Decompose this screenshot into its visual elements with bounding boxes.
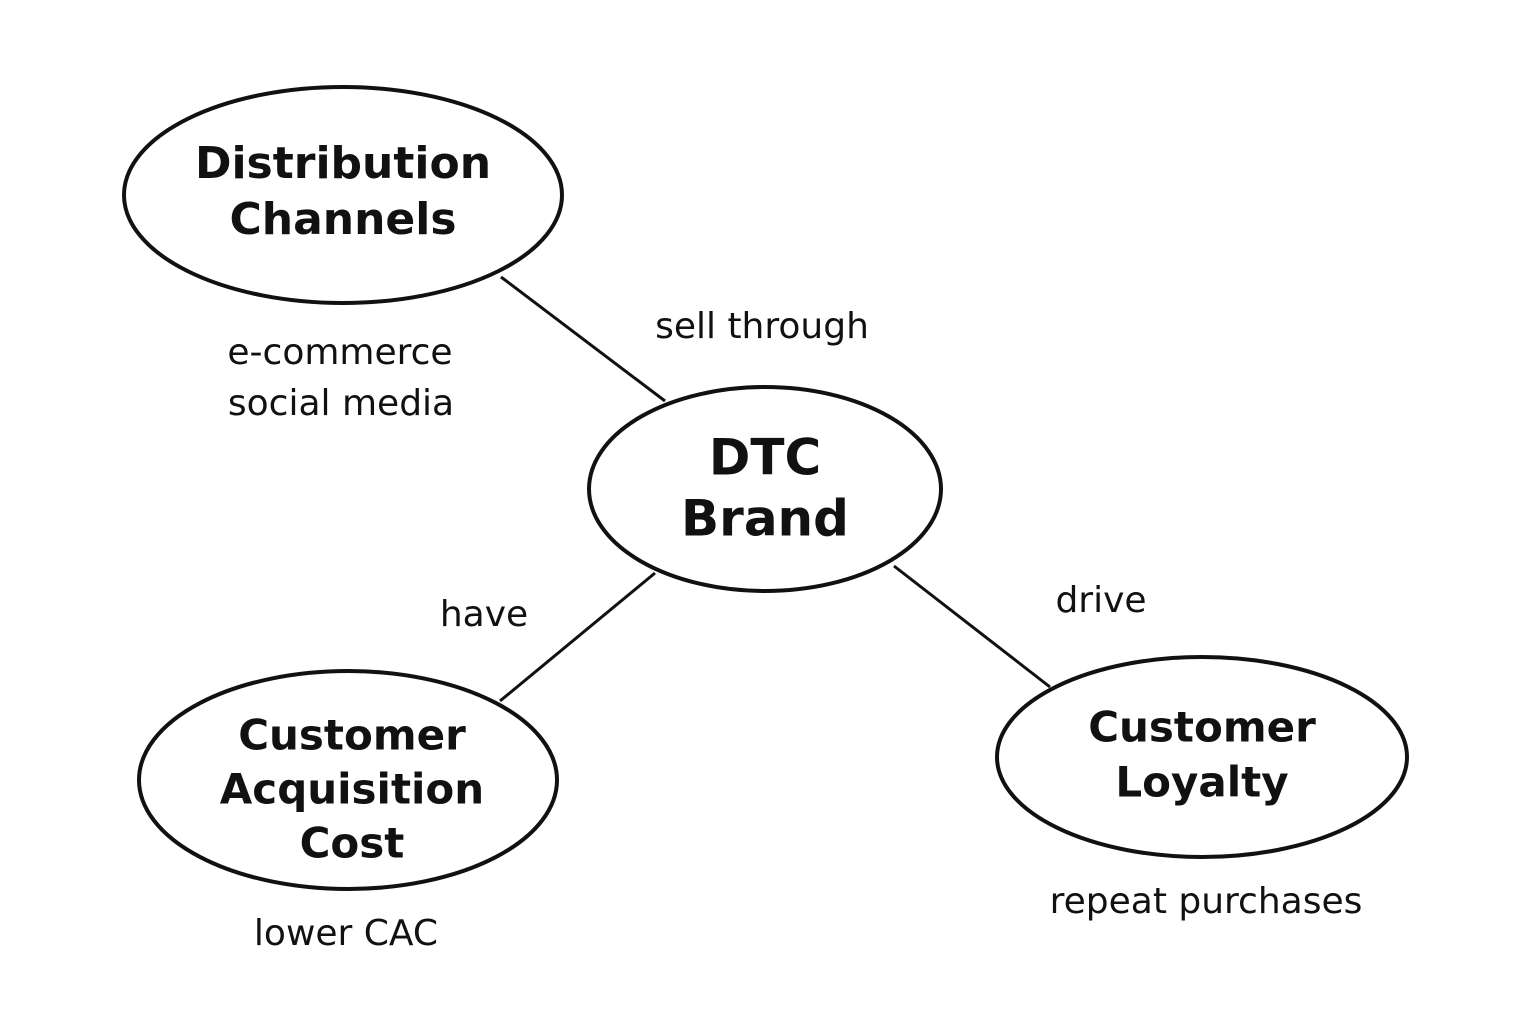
distribution-note-ecommerce: e-commerce <box>227 332 452 373</box>
customer-acquisition-cost-label-line3: Cost <box>300 819 405 868</box>
dtc-brand-label-line2: Brand <box>681 490 849 548</box>
distribution-channels-label-line1: Distribution <box>195 138 491 189</box>
edge-label-have: have <box>440 594 528 635</box>
node-distribution-channels: Distribution Channels <box>122 85 564 305</box>
customer-acquisition-cost-ellipse <box>137 669 559 891</box>
node-dtc-brand: DTC Brand <box>587 385 943 593</box>
distribution-channels-label-line2: Channels <box>229 194 456 245</box>
customer-acquisition-cost-label-line2: Acquisition <box>220 765 484 814</box>
customer-loyalty-label-line1: Customer <box>1088 703 1316 752</box>
edge-label-drive: drive <box>1055 580 1146 621</box>
customer-loyalty-label-line2: Loyalty <box>1115 758 1288 807</box>
edge-label-sell-through: sell through <box>655 306 869 347</box>
edge-distribution-to-dtc <box>500 275 666 403</box>
distribution-channels-ellipse <box>122 85 564 305</box>
distribution-note-social-media: social media <box>228 383 454 424</box>
node-customer-acquisition-cost: Customer Acquisition Cost <box>137 669 559 891</box>
customer-acquisition-cost-label-line1: Customer <box>238 711 466 760</box>
customer-loyalty-ellipse <box>995 655 1409 859</box>
dtc-brand-ellipse <box>587 385 943 593</box>
dtc-brand-label-line1: DTC <box>709 429 821 487</box>
edge-dtc-to-loyalty <box>893 564 1051 689</box>
edge-dtc-to-cac <box>499 571 656 703</box>
node-customer-loyalty: Customer Loyalty <box>995 655 1409 859</box>
loyalty-note-repeat-purchases: repeat purchases <box>1050 881 1363 922</box>
cac-note-lower-cac: lower CAC <box>254 913 438 954</box>
